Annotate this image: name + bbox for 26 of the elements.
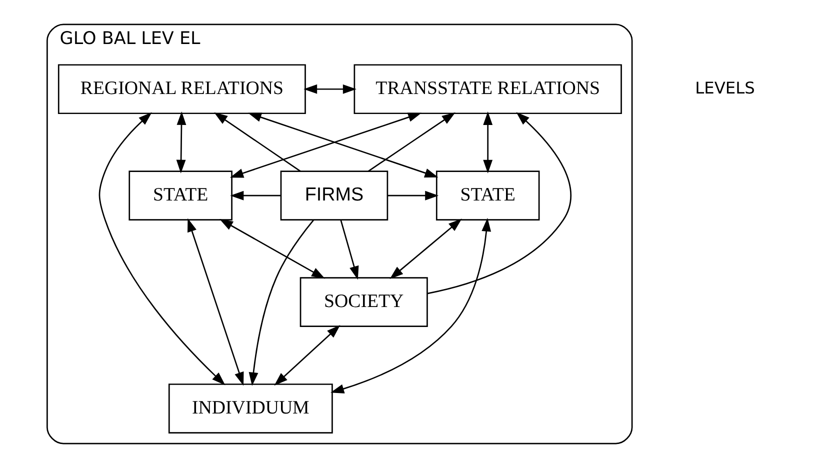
node-box: STATE xyxy=(435,170,540,221)
arrow xyxy=(247,112,438,178)
arrow xyxy=(187,218,244,386)
arrow xyxy=(389,218,462,280)
node-box: STATE xyxy=(128,170,232,221)
node-box: TRANSSTATE RELATIONS xyxy=(353,64,622,114)
arrow xyxy=(229,112,422,178)
arrow xyxy=(218,218,325,279)
arrow xyxy=(274,325,340,386)
arrow xyxy=(214,112,300,172)
arrow xyxy=(248,220,314,386)
node-box: SOCIETY xyxy=(299,277,428,327)
arrow xyxy=(367,112,455,172)
arrow xyxy=(230,190,280,200)
label: LEVELS xyxy=(694,78,754,98)
arrow xyxy=(98,112,225,386)
arrow xyxy=(426,112,571,294)
arrow xyxy=(340,220,358,280)
arrow xyxy=(482,111,492,174)
arrow xyxy=(330,218,491,394)
node-box: INDIVIDUUM xyxy=(168,384,332,434)
arrow xyxy=(176,111,186,174)
arrow xyxy=(387,190,438,200)
arrow xyxy=(303,84,356,94)
node-box: REGIONAL RELATIONS xyxy=(57,64,306,114)
node-box: FIRMS xyxy=(280,170,388,221)
